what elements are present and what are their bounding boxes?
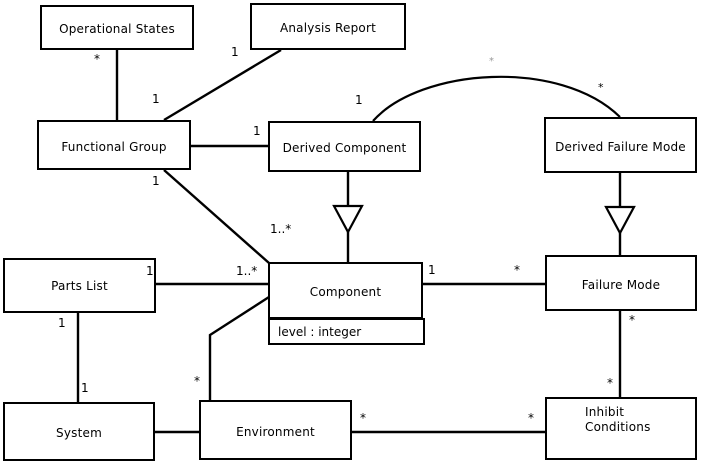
gen-derived-component-triangle: [332, 204, 364, 235]
class-name-functional-group: Functional Group: [61, 140, 167, 154]
multiplicity-component-functionalgroup: 1..*: [270, 222, 292, 236]
multiplicity-inhibitconditions-environment: *: [528, 411, 534, 425]
class-failure-mode[interactable]: Failure Mode: [545, 255, 697, 311]
multiplicity-functionalgroup-derivedcomponent: 1: [253, 124, 261, 138]
multiplicity-environment-component: *: [194, 374, 200, 388]
class-name-environment: Environment: [236, 425, 315, 439]
multiplicity-component-failuremode: 1: [428, 263, 436, 277]
class-inhibit-conditions[interactable]: Inhibit Conditions: [545, 397, 697, 460]
class-analysis-report[interactable]: Analysis Report: [250, 3, 406, 50]
multiplicity-environment-inhibitconditions: *: [360, 411, 366, 425]
multiplicity-derivedcomponent-derivedfailuremode: 1: [355, 93, 363, 107]
multiplicity-opstates-functionalgroup: *: [94, 52, 100, 66]
class-name-parts-list: Parts List: [51, 279, 108, 293]
class-derived-component[interactable]: Derived Component: [268, 121, 421, 172]
class-system[interactable]: System: [3, 402, 155, 461]
multiplicity-curve-derivedfailuremode: *: [598, 81, 604, 94]
multiplicity-analysisreport-functionalgroup: 1: [231, 45, 239, 59]
multiplicity-inhibitconditions-failuremode: *: [607, 376, 613, 390]
class-environment[interactable]: Environment: [199, 400, 352, 460]
gen-derived-failure-mode-triangle: [604, 205, 636, 236]
class-operational-states[interactable]: Operational States: [40, 5, 194, 50]
assoc-component-environment: [208, 295, 270, 400]
class-name-system: System: [56, 426, 102, 440]
class-name-inhibit-conditions: Inhibit Conditions: [585, 405, 651, 434]
multiplicity-partslist-component: 1: [146, 264, 154, 278]
assoc-functionalgroup-component: [163, 169, 270, 264]
assoc-derivedcomponent-derivedfailuremode: [372, 75, 621, 122]
class-parts-list[interactable]: Parts List: [3, 258, 156, 313]
assoc-functionalgroup-analysisreport: [163, 48, 282, 122]
class-component-attributes: level : integer: [268, 318, 425, 345]
multiplicity-component-partslist: 1..*: [236, 264, 258, 278]
class-name-derived-component: Derived Component: [282, 141, 407, 155]
multiplicity-failuremode-inhibitconditions: *: [629, 313, 635, 327]
class-name-operational-states: Operational States: [59, 22, 175, 36]
multiplicity-functionalgroup-component: 1: [152, 174, 160, 188]
attribute-level: level : integer: [278, 324, 362, 339]
multiplicity-curve-apex: *: [489, 56, 494, 67]
class-name-analysis-report: Analysis Report: [279, 21, 377, 35]
class-derived-failure-mode[interactable]: Derived Failure Mode: [544, 117, 697, 173]
class-name-derived-failure-mode: Derived Failure Mode: [555, 140, 686, 154]
class-name-failure-mode: Failure Mode: [581, 278, 661, 292]
class-name-component: Component: [309, 285, 382, 299]
class-functional-group[interactable]: Functional Group: [37, 120, 191, 170]
multiplicity-failuremode-component: *: [514, 263, 520, 277]
multiplicity-system-partslist: 1: [81, 381, 89, 395]
class-component[interactable]: Component: [268, 262, 423, 319]
multiplicity-partslist-system: 1: [58, 316, 66, 330]
multiplicity-functionalgroup-analysisreport: 1: [152, 92, 160, 106]
